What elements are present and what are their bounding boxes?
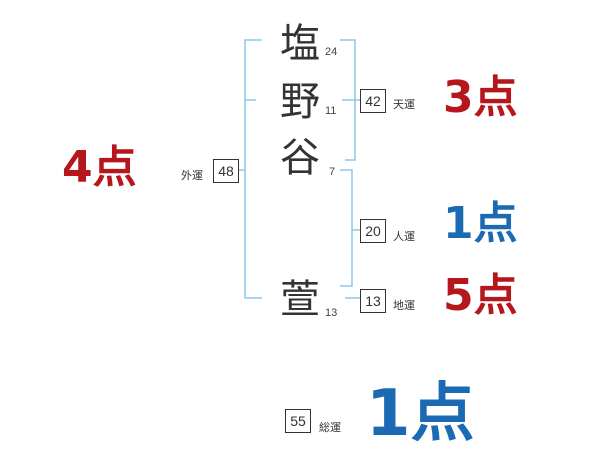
name-char-4: 萱 [280,277,320,323]
tenkaku-label: 天運 [393,98,415,111]
name-char-1: 塩 [280,21,320,67]
name-char-2: 野 [280,79,320,125]
name-char-1-strokes: 24 [325,46,338,58]
tenkaku-value: 42 [360,89,386,113]
jinkaku-label: 人運 [393,230,415,243]
tenkaku-score: 3点 [443,72,518,123]
soukaku-label: 総運 [319,421,341,434]
chikaku-score: 5点 [443,270,518,321]
gaikaku-value: 48 [213,159,239,183]
soukaku-score: 1点 [366,377,475,451]
name-char-3: 谷 [280,135,320,181]
name-char-3-strokes: 7 [329,166,336,178]
name-char-4-strokes: 13 [325,307,338,319]
gaikaku-score: 4点 [62,142,137,193]
chikaku-value: 13 [360,289,386,313]
name-char-2-strokes: 11 [325,105,337,117]
gaikaku-label: 外運 [181,169,203,182]
jinkaku-value: 20 [360,219,386,243]
soukaku-value: 55 [285,409,311,433]
chikaku-label: 地運 [393,299,415,312]
jinkaku-score: 1点 [443,198,518,249]
left-bracket [244,39,262,299]
jinkaku-bracket [340,169,353,287]
